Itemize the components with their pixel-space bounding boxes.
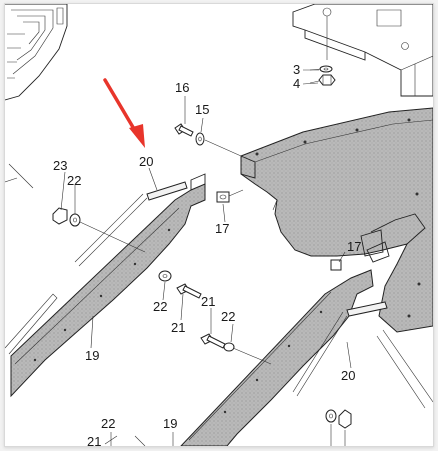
callout-3: 3 [293,62,300,77]
callout-22-bottom: 22 [101,416,115,431]
part-washer-22-right [223,342,235,352]
part-washer-bottom [325,409,337,423]
callout-19-upper: 19 [85,348,99,363]
callout-21-bottom: 21 [87,434,101,446]
callout-21-mid: 21 [171,320,185,335]
callout-22-mid: 22 [153,299,167,314]
part-bolt-16 [174,123,194,137]
callout-22-left: 22 [67,173,81,188]
part-strip-20-upper [74,181,188,267]
part-washer-3 [319,65,333,73]
left-edge-strip [5,163,58,355]
part-nut-bottom [338,409,352,429]
part-nut-17-upper [216,191,230,203]
part-strip-20-lower [292,301,388,397]
machine-frame-corner [5,4,68,101]
callout-17-upper: 17 [215,221,229,236]
callout-17-lower: 17 [347,239,361,254]
part-bolt-21-right [200,333,226,349]
part-panel-19-upper [10,173,206,398]
red-pointer-arrow [103,78,145,148]
callout-4: 4 [293,76,300,91]
part-washer-15 [195,132,205,146]
part-washer-22-left [69,213,81,227]
callout-21-right: 21 [201,294,215,309]
callout-labels: 3 4 16 15 20 23 22 17 17 22 21 22 21 19 … [53,62,361,446]
part-washer-22-mid [158,270,172,282]
diagram-frame: 3 4 16 15 20 23 22 17 17 22 21 22 21 19 … [4,3,434,447]
callout-19-lower: 19 [163,416,177,431]
part-nut-17-lower [330,259,342,271]
part-nut-23 [52,207,68,225]
large-side-panel [240,107,433,333]
leader-lines [60,68,352,446]
callout-20-upper: 20 [139,154,153,169]
callout-20-lower: 20 [341,368,355,383]
part-bolt-21-mid [176,283,202,299]
exploded-parts-diagram: 3 4 16 15 20 23 22 17 17 22 21 22 21 19 … [5,4,433,446]
callout-15: 15 [195,102,209,117]
top-bracket [292,4,433,97]
callout-16: 16 [175,80,189,95]
callout-22-right: 22 [221,309,235,324]
callout-23: 23 [53,158,67,173]
part-nut-4 [318,74,336,86]
